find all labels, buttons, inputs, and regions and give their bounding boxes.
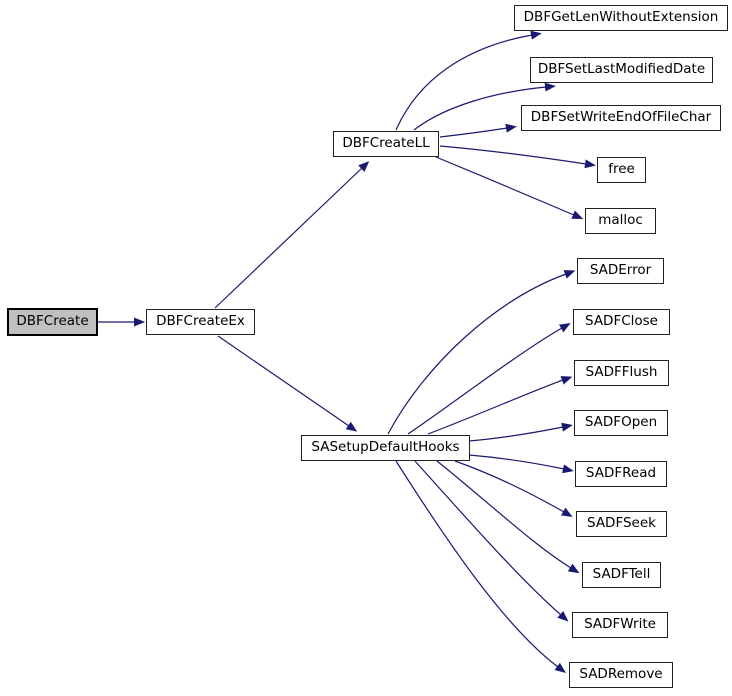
- edge-sasetupdefaulthooks-sadremove: [395, 460, 566, 674]
- edge-sasetupdefaulthooks-saderror: [387, 270, 576, 435]
- edge-sasetupdefaulthooks-sadfopen: [468, 422, 573, 442]
- node-sadftell[interactable]: SADFTell: [582, 562, 661, 588]
- edge-sasetupdefaulthooks-sadfwrite: [414, 460, 569, 622]
- node-dbfsetwriteendoffilechar[interactable]: DBFSetWriteEndOfFileChar: [521, 105, 721, 131]
- node-sadremove[interactable]: SADRemove: [569, 662, 673, 688]
- node-sadfopen[interactable]: SADFOpen: [574, 410, 668, 436]
- edge-sasetupdefaulthooks-sadfclose: [407, 323, 571, 435]
- node-dbfcreateex[interactable]: DBFCreateEx: [146, 309, 255, 335]
- node-dbfgetlenwithoutextension[interactable]: DBFGetLenWithoutExtension: [514, 5, 728, 31]
- node-sadfseek[interactable]: SADFSeek: [576, 511, 667, 537]
- edge-dbfcreatell-dbfsetlastmodifieddate: [413, 82, 556, 131]
- node-dbfcreatell[interactable]: DBFCreateLL: [333, 131, 439, 157]
- edge-dbfcreateex-sasetupdefaulthooks: [217, 335, 358, 432]
- node-sadfflush[interactable]: SADFFlush: [574, 360, 669, 386]
- node-sadfwrite[interactable]: SADFWrite: [572, 612, 668, 638]
- edge-dbfcreatell-dbfgetlenwithoutextension: [395, 30, 542, 131]
- edge-dbfcreateex-dbfcreatell: [214, 161, 370, 309]
- edge-sasetupdefaulthooks-sadfflush: [427, 376, 573, 435]
- edge-sasetupdefaulthooks-sadftell: [436, 460, 580, 574]
- edge-dbfcreatell-dbfsetwriteendoffilechar: [439, 123, 517, 138]
- edge-sasetupdefaulthooks-sadfseek: [454, 460, 573, 517]
- node-malloc[interactable]: malloc: [585, 208, 656, 234]
- node-saderror[interactable]: SADError: [577, 258, 664, 284]
- edge-dbfcreatell-free: [439, 145, 596, 169]
- edge-sasetupdefaulthooks-sadfread: [468, 454, 574, 474]
- node-dbfsetlastmodifieddate[interactable]: DBFSetLastModifiedDate: [530, 57, 713, 83]
- node-dbfcreate: DBFCreate: [7, 308, 98, 336]
- edge-dbfcreatell-malloc: [435, 156, 584, 219]
- node-free[interactable]: free: [597, 157, 646, 183]
- node-sadfclose[interactable]: SADFClose: [573, 309, 670, 335]
- node-sasetupdefaulthooks[interactable]: SASetupDefaultHooks: [301, 435, 470, 461]
- node-sadfread[interactable]: SADFRead: [575, 461, 667, 487]
